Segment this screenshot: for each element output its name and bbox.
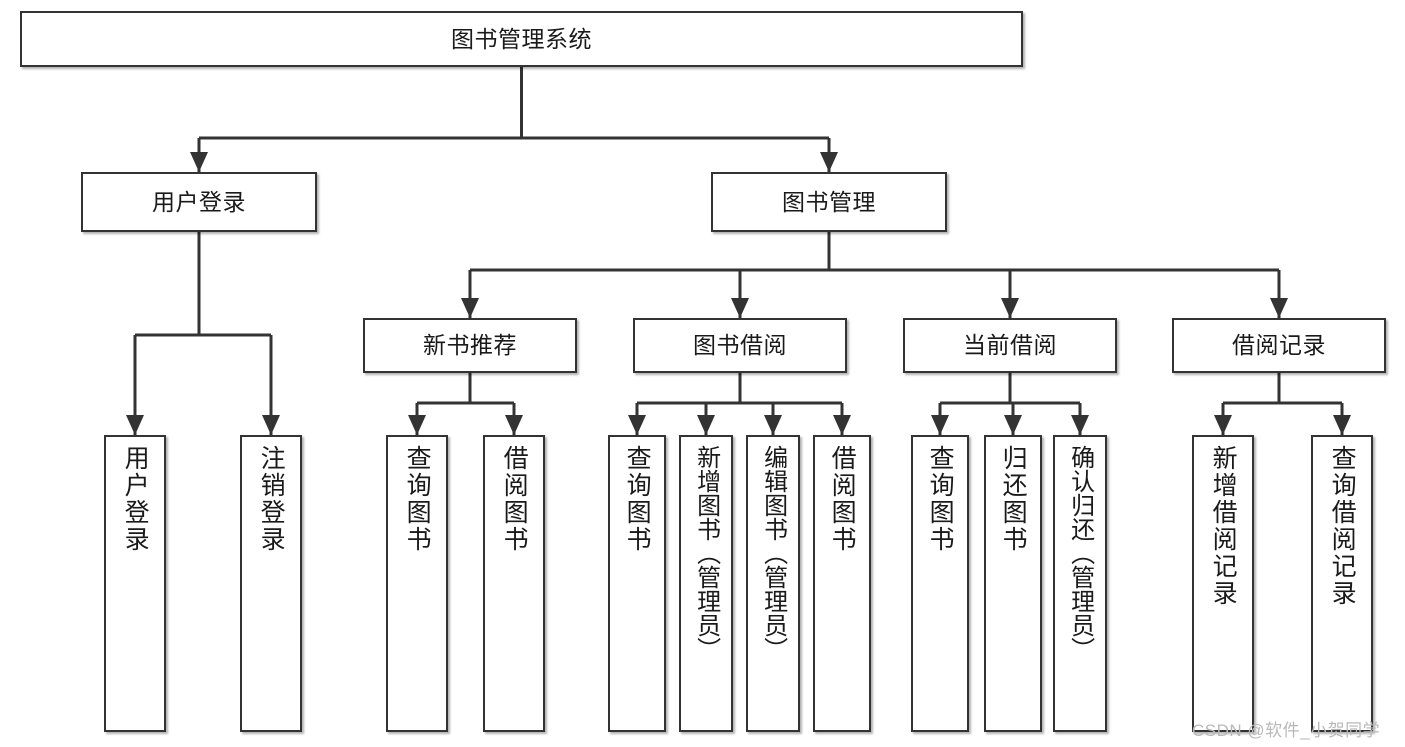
node-bookmgmt[interactable]: 图书管理 <box>711 172 947 232</box>
node-label: 新书推荐 <box>423 332 517 359</box>
arrowhead <box>628 415 646 435</box>
node-b_add[interactable]: 新增图书（管理员） <box>679 435 733 732</box>
node-label: 借阅图书 <box>500 445 529 553</box>
arrowhead <box>1214 415 1232 435</box>
arrowhead <box>461 298 479 318</box>
node-label: 图书借阅 <box>693 332 787 359</box>
node-label: 注销登录 <box>257 445 286 553</box>
node-label: 查询图书 <box>403 445 432 553</box>
node-c_confirm[interactable]: 确认归还（管理员） <box>1053 435 1107 732</box>
node-borrow[interactable]: 图书借阅 <box>633 318 847 373</box>
arrowhead <box>764 415 782 435</box>
watermark: CSDN @软件_小贺同学 <box>1192 721 1381 740</box>
node-label: 查询借阅记录 <box>1328 445 1357 607</box>
arrowhead <box>833 415 851 435</box>
arrowhead <box>262 415 280 435</box>
node-l_logout[interactable]: 注销登录 <box>240 435 302 732</box>
arrowhead <box>1004 415 1022 435</box>
node-label: 新增图书（管理员） <box>692 445 720 661</box>
arrowhead <box>1270 298 1288 318</box>
node-login[interactable]: 用户登录 <box>81 172 317 232</box>
arrowhead <box>1071 415 1089 435</box>
arrowhead <box>1001 298 1019 318</box>
node-label: 归还图书 <box>999 445 1028 553</box>
node-current[interactable]: 当前借阅 <box>903 318 1117 373</box>
node-newbook[interactable]: 新书推荐 <box>363 318 577 373</box>
node-c_return[interactable]: 归还图书 <box>984 435 1042 732</box>
node-label: 新增借阅记录 <box>1209 445 1238 607</box>
node-l_login[interactable]: 用户登录 <box>104 435 166 732</box>
node-c_query[interactable]: 查询图书 <box>911 435 969 732</box>
arrowhead <box>731 298 749 318</box>
node-label: 编辑图书（管理员） <box>759 445 787 661</box>
arrowhead <box>820 152 838 172</box>
arrowhead <box>1333 415 1351 435</box>
arrowhead <box>931 415 949 435</box>
node-label: 图书管理 <box>782 188 876 215</box>
node-b_lend[interactable]: 借阅图书 <box>813 435 871 732</box>
node-r_add[interactable]: 新增借阅记录 <box>1192 435 1254 732</box>
arrowhead <box>126 415 144 435</box>
node-label: 确认归还（管理员） <box>1066 445 1094 661</box>
node-label: 图书管理系统 <box>451 25 592 52</box>
node-label: 用户登录 <box>121 445 150 553</box>
node-records[interactable]: 借阅记录 <box>1172 318 1386 373</box>
node-b_edit[interactable]: 编辑图书（管理员） <box>746 435 800 732</box>
node-r_query[interactable]: 查询借阅记录 <box>1311 435 1373 732</box>
node-label: 当前借阅 <box>963 332 1057 359</box>
arrowhead <box>190 152 208 172</box>
node-label: 借阅记录 <box>1232 332 1326 359</box>
node-root[interactable]: 图书管理系统 <box>20 11 1023 67</box>
node-n_borrow[interactable]: 借阅图书 <box>483 435 545 732</box>
node-label: 查询图书 <box>926 445 955 553</box>
arrowhead <box>505 415 523 435</box>
node-label: 借阅图书 <box>828 445 857 553</box>
arrowhead <box>697 415 715 435</box>
node-b_query[interactable]: 查询图书 <box>608 435 666 732</box>
node-n_query[interactable]: 查询图书 <box>386 435 448 732</box>
arrowhead <box>408 415 426 435</box>
node-label: 查询图书 <box>623 445 652 553</box>
node-label: 用户登录 <box>152 188 246 215</box>
